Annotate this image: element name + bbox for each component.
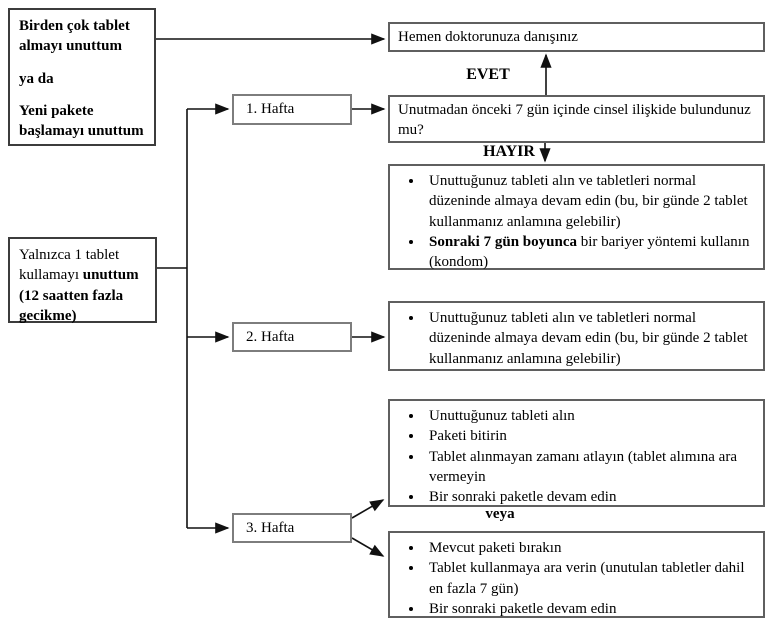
label-hayir: HAYIR — [483, 143, 535, 160]
bullet-item: Paketi bitirin — [424, 426, 755, 446]
box-week2-action: Unuttuğunuz tableti alın ve tabletleri n… — [388, 301, 765, 371]
arrow-week3-to-option-a — [351, 499, 385, 519]
bullet-item: Mevcut paketi bırakın — [424, 538, 755, 558]
week3-option-b-list: Mevcut paketi bırakınTablet kullanmaya a… — [398, 538, 755, 619]
week1-action-list: Unuttuğunuz tableti alın ve tabletleri n… — [398, 171, 755, 272]
label-evet: EVET — [466, 66, 510, 83]
box-forgot-single-tablet: Yalnızca 1 tablet kullamayı unuttum (12 … — [8, 237, 157, 324]
bullet-item: Bir sonraki paketle devam edin — [424, 599, 755, 619]
bullet-item: Unuttuğunuz tableti alın — [424, 406, 755, 426]
box-week-2: 2. Hafta — [232, 322, 352, 352]
arrow-week3-to-option-b — [351, 537, 385, 557]
box-forgot-multiple-tablets: Birden çok tablet almayı unuttum ya da Yen… — [8, 8, 156, 146]
text-segment: Paketi bitirin — [429, 428, 507, 445]
label-veya: veya — [485, 506, 515, 522]
text-segment: Unuttuğunuz tableti alın ve tabletleri n… — [429, 173, 748, 230]
question-text: Unutmadan önceki 7 gün içinde cinsel ili… — [398, 102, 751, 139]
box-week-3: 3. Hafta — [232, 513, 352, 543]
text-segment: Mevcut paketi bırakın — [429, 540, 562, 556]
bullet-item: Tablet alınmayan zamanı atlayın (tablet … — [424, 447, 755, 488]
box-week3-option-a: Unuttuğunuz tableti alınPaketi bitirinTa… — [388, 399, 765, 507]
week2-action-list: Unuttuğunuz tableti alın ve tabletleri n… — [398, 308, 755, 369]
box-week-1: 1. Hafta — [232, 94, 352, 125]
text-segment-bold: unuttum (12 saatten fazla gecikme) — [19, 267, 139, 324]
bullet-item: Tablet kullanmaya ara verin (unutulan ta… — [424, 558, 755, 599]
consult-doctor-text: Hemen doktorunuza danışınız — [398, 28, 578, 45]
text-segment: Bir sonraki paketle devam edin — [429, 600, 617, 617]
text-segment: Unuttuğunuz tableti alın ve tabletleri n… — [429, 310, 748, 367]
text-segment: Bir sonraki paketle devam edin — [429, 489, 617, 505]
box-question-intercourse: Unutmadan önceki 7 gün içinde cinsel ili… — [388, 95, 765, 143]
box-week1-action: Unuttuğunuz tableti alın ve tabletleri n… — [388, 164, 765, 270]
paragraph: Birden çok tablet almayı unuttum — [19, 18, 130, 55]
paragraph: Yeni pakete başlamayı unuttum — [19, 102, 144, 139]
box-consult-doctor: Hemen doktorunuza danışınız — [388, 22, 765, 52]
paragraph: ya da — [19, 70, 54, 87]
text-segment: Tablet alınmayan zamanı atlayın (tablet … — [429, 448, 737, 485]
week-3-label: 3. Hafta — [246, 519, 295, 536]
text-segment: Unuttuğunuz tableti alın — [429, 408, 575, 424]
bullet-item: Bir sonraki paketle devam edin — [424, 487, 755, 507]
bullet-item: Unuttuğunuz tableti alın ve tabletleri n… — [424, 308, 755, 369]
week-1-label: 1. Hafta — [246, 101, 295, 118]
bullet-item: Unuttuğunuz tableti alın ve tabletleri n… — [424, 171, 755, 232]
bullet-item: Sonraki 7 gün boyunca bir bariyer yöntem… — [424, 232, 755, 273]
text-segment: bir bariyer yöntemi kullanın (kondom) — [429, 233, 750, 270]
week3-option-a-list: Unuttuğunuz tableti alınPaketi bitirinTa… — [398, 406, 755, 507]
box-week3-option-b: Mevcut paketi bırakınTablet kullanmaya a… — [388, 531, 765, 618]
text-segment: Yalnızca 1 tablet kullamayı — [19, 247, 120, 284]
text-segment: Tablet kullanmaya ara verin (unutulan ta… — [429, 560, 745, 597]
text-segment-bold: Sonraki 7 gün boyunca — [429, 233, 577, 250]
week-2-label: 2. Hafta — [246, 328, 295, 345]
